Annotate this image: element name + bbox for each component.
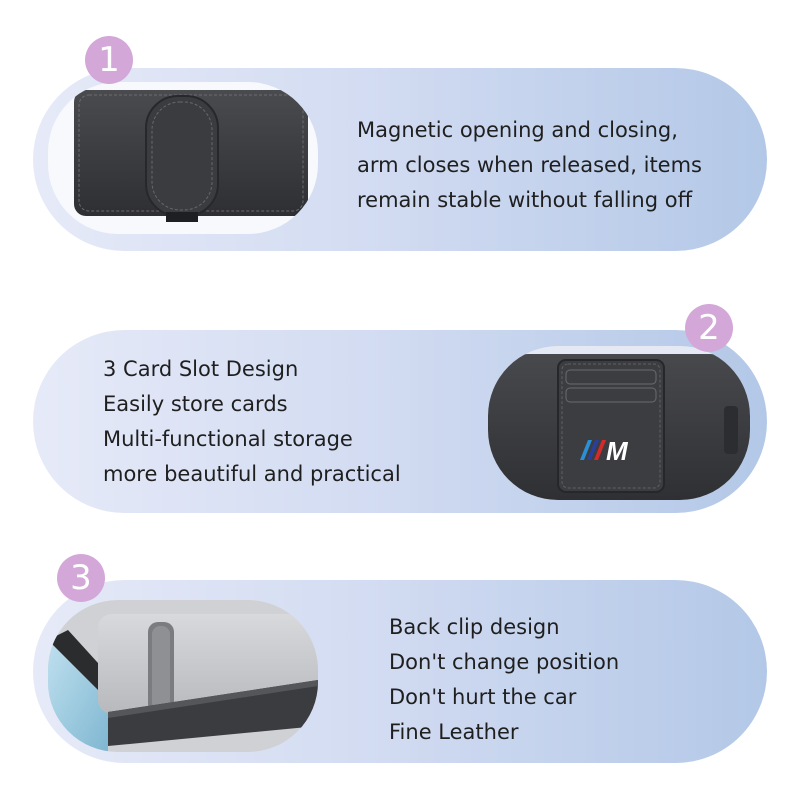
feature-3-line-2: Don't change position — [389, 650, 620, 674]
visor-clip-installed-photo — [48, 600, 318, 752]
card-slot-holder-photo: M — [488, 346, 750, 500]
feature-3-line-1: Back clip design — [389, 615, 560, 639]
step-badge-2: 2 — [685, 304, 733, 352]
m-logo-icon — [580, 440, 606, 460]
step-badge-3: 3 — [57, 554, 105, 602]
step-badge-1: 1 — [85, 36, 133, 84]
feature-3-line-3: Don't hurt the car — [389, 685, 577, 709]
feature-3-line-4: Fine Leather — [389, 720, 519, 744]
feature-1-line-1: Magnetic opening and closing, — [357, 118, 678, 142]
feature-2-line-4: more beautiful and practical — [103, 462, 401, 486]
feature-description-1: Magnetic opening and closing, arm closes… — [357, 113, 702, 218]
feature-2-line-3: Multi-functional storage — [103, 427, 353, 451]
magnetic-clip-holder-photo — [48, 82, 318, 234]
feature-2-line-1: 3 Card Slot Design — [103, 357, 299, 381]
feature-1-line-3: remain stable without falling off — [357, 188, 693, 212]
feature-description-3: Back clip design Don't change position D… — [389, 610, 619, 750]
feature-description-2: 3 Card Slot Design Easily store cards Mu… — [103, 352, 401, 492]
m-logo-text: M — [606, 436, 629, 466]
feature-1-line-2: arm closes when released, items — [357, 153, 703, 177]
feature-2-line-2: Easily store cards — [103, 392, 288, 416]
